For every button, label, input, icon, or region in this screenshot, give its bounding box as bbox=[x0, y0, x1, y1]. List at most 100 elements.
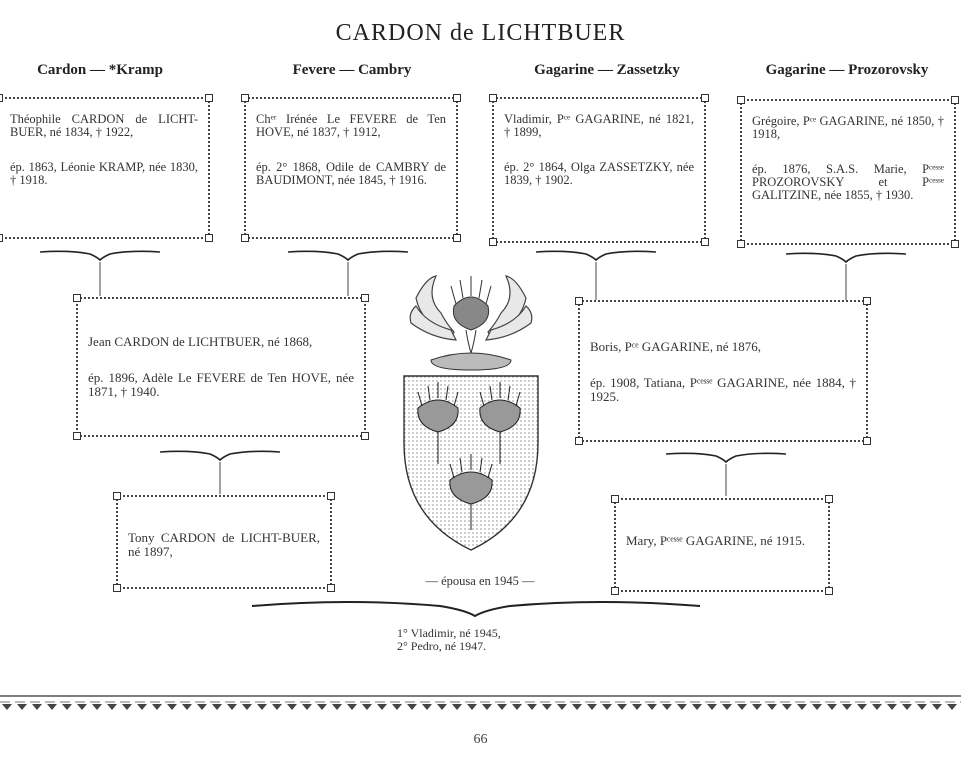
border-triangle bbox=[632, 704, 642, 710]
border-triangle bbox=[77, 704, 87, 710]
crest-wreath-icon bbox=[430, 352, 512, 371]
box-corner bbox=[701, 238, 709, 246]
grandparent-husband-text: Vladimir, Pᶜᵉ GAGARINE, né 1821, † 1899, bbox=[504, 112, 694, 139]
column-heading-gagarine-prozorovsky: Gagarine — Prozorovsky bbox=[765, 62, 929, 78]
page-number: 66 bbox=[473, 732, 488, 747]
border-triangle bbox=[17, 704, 27, 710]
border-triangle bbox=[362, 704, 372, 710]
border-triangle bbox=[857, 704, 867, 710]
border-triangle bbox=[692, 704, 702, 710]
parent-marriage-text: ép. 1908, Tatiana, Pᶜᵉˢˢᵉ GAGARINE, née … bbox=[590, 375, 856, 404]
decorative-border-band bbox=[0, 695, 961, 710]
border-triangle bbox=[617, 704, 627, 710]
border-triangle bbox=[677, 704, 687, 710]
box-corner bbox=[489, 94, 497, 102]
border-triangle bbox=[587, 704, 597, 710]
border-triangle bbox=[527, 704, 537, 710]
border-triangle bbox=[377, 704, 387, 710]
border-triangle bbox=[437, 704, 447, 710]
child-box-mary: Mary, Pᶜᵉˢˢᵉ GAGARINE, né 1915. bbox=[611, 495, 833, 595]
offspring-item: 2° Pedro, né 1947. bbox=[397, 639, 487, 653]
box-corner bbox=[611, 587, 619, 595]
column-heading-cardon-kramp: Cardon — *Kramp bbox=[37, 62, 163, 78]
border-triangle bbox=[287, 704, 297, 710]
border-triangle bbox=[647, 704, 657, 710]
border-triangle bbox=[497, 704, 507, 710]
box-corner bbox=[453, 94, 461, 102]
box-corner bbox=[241, 234, 249, 242]
grandparent-box-cardon-kramp: Théophile CARDON de LICHT-BUER, né 1834,… bbox=[0, 94, 213, 242]
offspring-item: 1° Vladimir, né 1945, bbox=[397, 626, 501, 640]
grandparent-box-gagarine-prozorovsky: Grégoire, Pᶜᵉ GAGARINE, né 1850, † 1918,… bbox=[737, 96, 959, 248]
border-triangle bbox=[662, 704, 672, 710]
box-corner bbox=[951, 96, 959, 104]
grandparent-marriage-text: ép. 1863, Léonie KRAMP, née 1830, † 1918… bbox=[10, 160, 198, 187]
coat-of-arms-emblem bbox=[403, 275, 539, 551]
box-corner bbox=[327, 492, 335, 500]
box-corner bbox=[205, 94, 213, 102]
border-triangle bbox=[332, 704, 342, 710]
box-corner bbox=[825, 495, 833, 503]
border-triangle bbox=[452, 704, 462, 710]
box-corner bbox=[825, 587, 833, 595]
parent-box-cardon: Jean CARDON de LICHTBUER, né 1868, ép. 1… bbox=[73, 294, 369, 440]
border-triangle bbox=[302, 704, 312, 710]
border-triangle bbox=[752, 704, 762, 710]
border-triangle bbox=[707, 704, 717, 710]
crest-wings-icon bbox=[409, 275, 533, 341]
border-triangle bbox=[407, 704, 417, 710]
crest-thistle-icon bbox=[450, 276, 492, 354]
border-triangle bbox=[557, 704, 567, 710]
grandparent-husband-text: Chᵉʳ Irénée Le FEVERE de Ten HOVE, né 18… bbox=[256, 112, 446, 139]
border-triangle bbox=[392, 704, 402, 710]
grandparent-box-fevere-cambry: Chᵉʳ Irénée Le FEVERE de Ten HOVE, né 18… bbox=[241, 94, 461, 242]
box-corner bbox=[73, 294, 81, 302]
border-triangle bbox=[737, 704, 747, 710]
page-title: CARDON de LICHTBUER bbox=[335, 20, 626, 46]
box-corner bbox=[453, 234, 461, 242]
border-triangle bbox=[512, 704, 522, 710]
border-triangle bbox=[947, 704, 957, 710]
border-triangle bbox=[257, 704, 267, 710]
border-triangle bbox=[887, 704, 897, 710]
border-triangle bbox=[2, 704, 12, 710]
box-corner bbox=[241, 94, 249, 102]
border-triangle bbox=[32, 704, 42, 710]
border-triangle bbox=[242, 704, 252, 710]
border-triangle bbox=[842, 704, 852, 710]
shield-thistles-icon bbox=[417, 382, 521, 530]
border-triangle bbox=[542, 704, 552, 710]
box-corner bbox=[361, 432, 369, 440]
box-corner bbox=[951, 240, 959, 248]
border-triangle bbox=[602, 704, 612, 710]
box-corner bbox=[575, 437, 583, 445]
box-corner bbox=[737, 96, 745, 104]
border-triangle bbox=[797, 704, 807, 710]
parent-husband-text: Jean CARDON de LICHTBUER, né 1868, bbox=[88, 334, 313, 349]
column-heading-fevere-cambry: Fevere — Cambry bbox=[292, 62, 412, 78]
parent-marriage-text: ép. 1896, Adèle Le FEVERE de Ten HOVE, n… bbox=[88, 370, 354, 399]
border-triangle bbox=[482, 704, 492, 710]
grandparent-husband-text: Grégoire, Pᶜᵉ GAGARINE, né 1850, † 1918, bbox=[752, 114, 944, 141]
border-triangle bbox=[152, 704, 162, 710]
child-text: Mary, Pᶜᵉˢˢᵉ GAGARINE, né 1915. bbox=[626, 533, 805, 548]
border-triangle bbox=[917, 704, 927, 710]
box-corner bbox=[737, 240, 745, 248]
border-triangle bbox=[782, 704, 792, 710]
border-triangle bbox=[902, 704, 912, 710]
box-corner bbox=[863, 297, 871, 305]
column-heading-gagarine-zassetzky: Gagarine — Zassetzky bbox=[534, 62, 680, 78]
border-triangle bbox=[467, 704, 477, 710]
child-text: Tony CARDON de LICHT-BUER, né 1897, bbox=[128, 530, 320, 559]
border-triangle bbox=[317, 704, 327, 710]
box-corner bbox=[361, 294, 369, 302]
box-corner bbox=[0, 94, 3, 102]
border-triangle bbox=[197, 704, 207, 710]
border-triangle bbox=[422, 704, 432, 710]
border-triangle bbox=[92, 704, 102, 710]
border-triangle bbox=[872, 704, 882, 710]
border-triangle bbox=[932, 704, 942, 710]
marriage-caption: — épousa en 1945 — bbox=[425, 574, 535, 588]
border-triangle bbox=[767, 704, 777, 710]
